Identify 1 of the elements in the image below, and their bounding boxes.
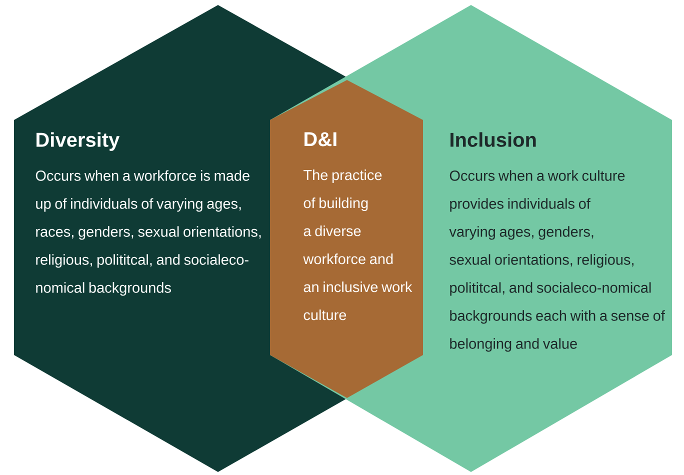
hexagon: D&I The practice of building a diverse workforce and an inclusive work culture — [270, 80, 423, 398]
